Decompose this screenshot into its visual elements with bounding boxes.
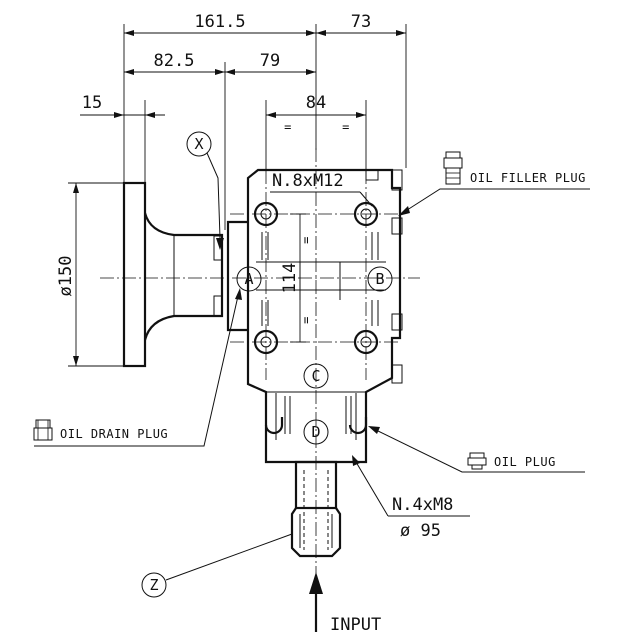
dim-114: 114 (280, 263, 300, 294)
oil-filler-plug-label: OIL FILLER PLUG (470, 171, 586, 185)
dim-diameter-150: ø150 (56, 256, 76, 297)
drain-plug-icon (33, 419, 53, 441)
marker-d-label: D (311, 423, 320, 441)
equal-mark: = (342, 120, 350, 134)
equal-mark: = (299, 236, 313, 244)
oil-plug-icon (467, 452, 487, 470)
callout-bolts-m8: N.4xM8 ø 95 (352, 455, 470, 541)
marker-a: A (236, 266, 262, 292)
dim-79: 79 (260, 51, 280, 71)
callout-oil-filler-plug: OIL FILLER PLUG (398, 151, 590, 216)
callout-bolts-m12: N.8xM12 (270, 171, 373, 207)
dim-15: 15 (82, 93, 102, 113)
callout-oil-plug: OIL PLUG (368, 426, 585, 473)
oil-drain-plug-label: OIL DRAIN PLUG (60, 427, 168, 441)
marker-x: X (186, 131, 224, 250)
bolt-holes-lower (264, 417, 368, 435)
equal-mark: = (284, 120, 292, 134)
callout-oil-drain-plug: OIL DRAIN PLUG (33, 288, 242, 447)
output-flange (122, 181, 224, 368)
input-label: INPUT (330, 615, 381, 635)
dim-73: 73 (351, 12, 371, 32)
marker-b-label: B (375, 270, 384, 288)
gearbox-housing (226, 168, 403, 464)
dimension-114: 114 = = (280, 213, 313, 343)
input-arrow: INPUT (309, 572, 381, 635)
dim-82-5: 82.5 (154, 51, 195, 71)
dim-161-5: 161.5 (194, 12, 245, 32)
top-dimensions: 161.5 73 82.5 79 15 84 = = (80, 12, 407, 230)
marker-z-label: Z (149, 576, 158, 594)
equal-mark: = (299, 316, 313, 324)
marker-a-label: A (244, 270, 253, 288)
marker-z: Z (141, 533, 293, 598)
oil-plug-label: OIL PLUG (494, 455, 556, 469)
dim-84: 84 (306, 93, 326, 113)
marker-c: C (303, 363, 329, 389)
centerlines (100, 148, 420, 575)
bolts-top-label: N.8xM12 (272, 171, 344, 191)
marker-x-label: X (194, 135, 203, 153)
marker-d: D (303, 419, 329, 445)
bolts-bottom-label: N.4xM8 (392, 495, 453, 515)
diameter-150-dimension: ø150 (56, 182, 124, 367)
marker-c-label: C (311, 367, 320, 385)
filler-plug-icon (443, 151, 463, 185)
marker-b: B (367, 266, 393, 292)
bolt-circle-label: ø 95 (400, 521, 441, 541)
